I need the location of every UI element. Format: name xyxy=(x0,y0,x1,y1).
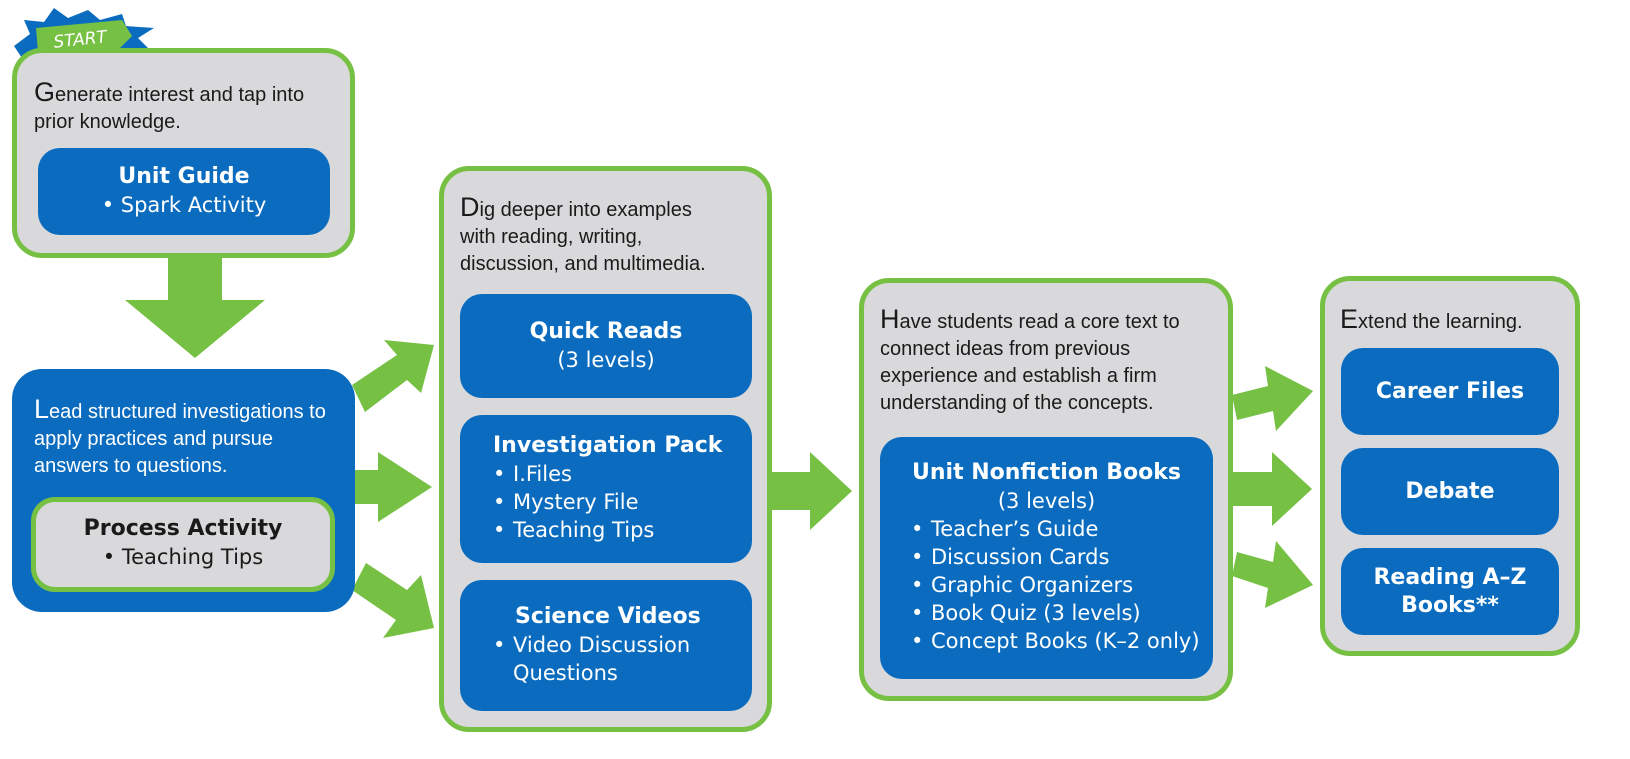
arrow-up-right xyxy=(352,340,434,412)
step4-intro: Have students read a core text to connec… xyxy=(880,306,1180,417)
step1-intro: Generate interest and tap into prior kno… xyxy=(34,79,334,136)
science-videos-card: Science Videos •Video Discussion Questio… xyxy=(460,580,752,711)
step5-intro: Extend the learning. xyxy=(1340,306,1570,336)
step4-intro-cap: H xyxy=(880,304,900,334)
list-item: •Discussion Cards xyxy=(911,545,1110,569)
arrow-down xyxy=(125,258,265,358)
list-item: •Video Discussion Questions xyxy=(493,633,691,685)
unit-guide-item: • Spark Activity xyxy=(101,193,267,217)
quick-reads-subtitle: (3 levels) xyxy=(557,348,655,372)
list-item: •Teacher’s Guide xyxy=(911,517,1099,541)
quick-reads-title: Quick Reads xyxy=(529,319,683,344)
debate-card: Debate xyxy=(1341,448,1559,535)
step3-intro: Dig deeper into examples with reading, w… xyxy=(460,194,730,278)
step1-intro-text: enerate interest and tap into prior know… xyxy=(34,84,305,133)
unit-nonfiction-books-title: Unit Nonfiction Books xyxy=(912,460,1181,485)
career-files-title: Career Files xyxy=(1375,379,1525,404)
process-activity-item: • Teaching Tips xyxy=(102,545,264,569)
science-videos-title: Science Videos xyxy=(515,604,701,629)
career-files-card: Career Files xyxy=(1341,348,1559,435)
process-activity-title: Process Activity xyxy=(83,516,283,541)
step2-intro-text: ead structured investigations to apply p… xyxy=(34,401,326,477)
list-item: •Mystery File xyxy=(493,490,639,514)
arrow-to-debate xyxy=(1232,452,1312,526)
investigation-pack-title: Investigation Pack xyxy=(493,433,723,458)
unit-nonfiction-books-subtitle: (3 levels) xyxy=(997,489,1096,513)
step3-intro-cap: D xyxy=(460,192,480,222)
list-item: •Book Quiz (3 levels) xyxy=(911,601,1141,625)
arrow-to-career xyxy=(1232,366,1313,431)
list-item: •Teaching Tips xyxy=(493,518,655,542)
step5-intro-text: xtend the learning. xyxy=(1358,311,1523,333)
step5-intro-cap: E xyxy=(1340,304,1359,334)
step2-intro: Lead structured investigations to apply … xyxy=(34,396,334,480)
arrow-to-reading xyxy=(1232,541,1313,608)
step3-intro-text: ig deeper into examples with reading, wr… xyxy=(460,199,706,275)
quick-reads-card: Quick Reads (3 levels) xyxy=(460,294,752,398)
arrow-down-right xyxy=(352,563,434,638)
debate-title: Debate xyxy=(1405,479,1495,504)
arrow-right-mid xyxy=(355,452,432,522)
unit-nonfiction-books-card: Unit Nonfiction Books (3 levels) •Teache… xyxy=(880,437,1213,679)
investigation-pack-card: Investigation Pack •I.Files •Mystery Fil… xyxy=(460,415,752,563)
unit-guide-card: Unit Guide • Spark Activity xyxy=(38,148,330,235)
step2-intro-cap: L xyxy=(34,394,50,424)
list-item: •Concept Books (K–2 only) xyxy=(911,629,1200,653)
list-item: •Graphic Organizers xyxy=(911,573,1134,597)
arrow-step3-to-step4 xyxy=(772,452,852,530)
reading-az-books-card: Reading A–Z Books** xyxy=(1341,548,1559,635)
step4-intro-text: ave students read a core text to connect… xyxy=(880,311,1180,414)
science-videos-list: •Video Discussion Questions xyxy=(493,631,693,687)
unit-guide-title: Unit Guide xyxy=(118,164,250,189)
process-activity-card: Process Activity • Teaching Tips xyxy=(31,497,335,592)
unit-nonfiction-books-list: •Teacher’s Guide •Discussion Cards •Grap… xyxy=(911,515,1213,655)
investigation-pack-list: •I.Files •Mystery File •Teaching Tips xyxy=(493,460,752,544)
step1-intro-cap: G xyxy=(34,77,56,107)
list-item: •I.Files xyxy=(493,462,572,486)
reading-az-books-title: Reading A–Z Books** xyxy=(1373,565,1527,618)
